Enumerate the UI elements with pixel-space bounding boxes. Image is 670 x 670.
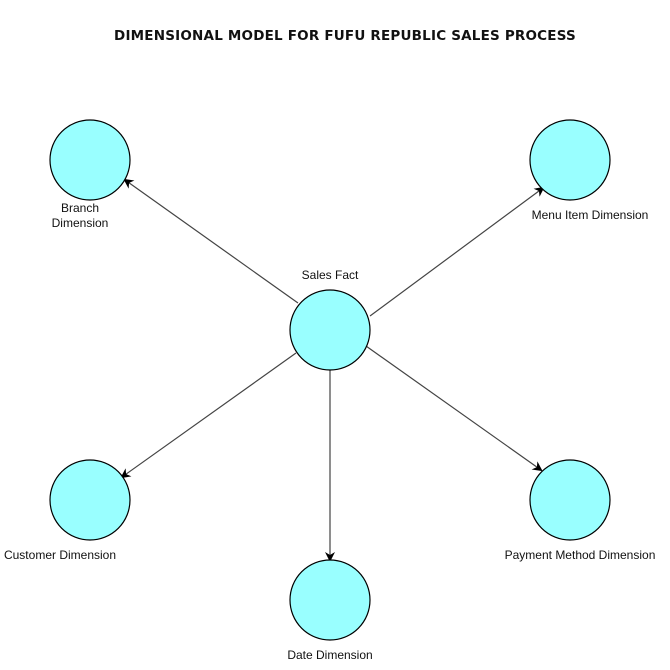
label-date-dimension: Date Dimension	[287, 648, 372, 662]
node-payment-method-dimension[interactable]	[529, 459, 611, 541]
node-customer-dimension[interactable]	[49, 459, 131, 541]
diagram-title: DIMENSIONAL MODEL FOR FUFU REPUBLIC SALE…	[114, 28, 576, 44]
edge-fact-to-customer	[120, 352, 297, 479]
node-sales-fact[interactable]	[289, 289, 371, 371]
edge-fact-to-branch	[123, 178, 299, 304]
edge-fact-to-menu-item	[369, 186, 545, 317]
label-menu-item-dimension: Menu Item Dimension	[532, 208, 649, 222]
label-branch-line2: Dimension	[52, 216, 109, 230]
label-payment-method-dimension: Payment Method Dimension	[505, 548, 656, 562]
node-branch-dimension[interactable]	[49, 119, 131, 201]
edge-fact-to-payment-method	[365, 345, 543, 472]
label-customer-dimension: Customer Dimension	[4, 548, 116, 562]
node-date-dimension[interactable]	[289, 559, 371, 641]
label-branch-line1: Branch	[61, 201, 99, 215]
label-sales-fact: Sales Fact	[302, 268, 359, 282]
node-menu-item-dimension[interactable]	[529, 119, 611, 201]
